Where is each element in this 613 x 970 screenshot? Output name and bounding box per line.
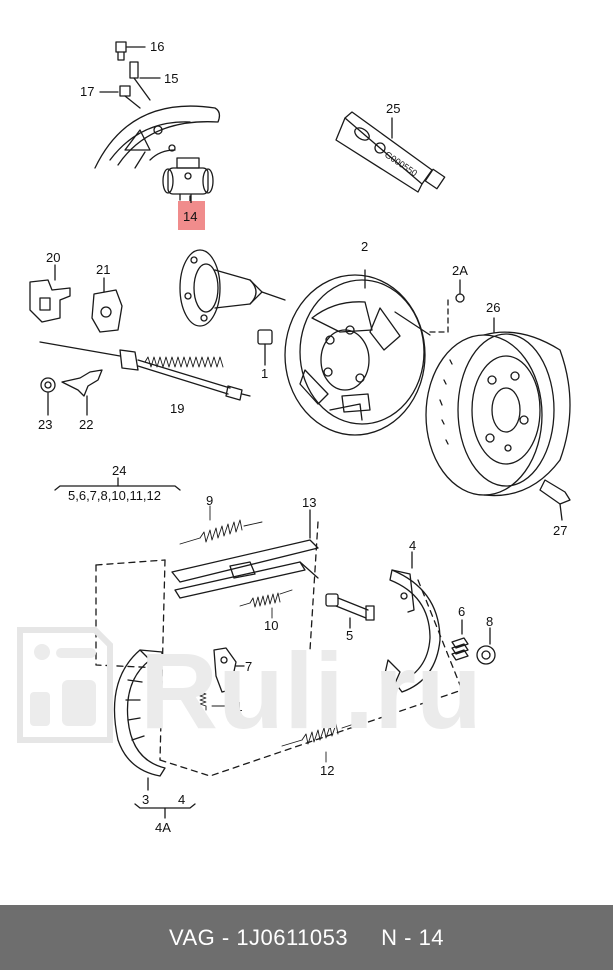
- label-9: 9: [206, 493, 213, 508]
- label-12: 12: [320, 763, 334, 778]
- assembly-dashed-outline: [95, 521, 463, 777]
- cable-spring-coil: [144, 356, 224, 368]
- label-6: 6: [458, 604, 465, 619]
- label-3: 3: [142, 792, 149, 807]
- label-24-sub: 5,6,7,8,10,11,12: [68, 488, 161, 503]
- brake-drum: [425, 317, 571, 497]
- label-21: 21: [96, 262, 110, 277]
- bleeder-valve: [115, 41, 151, 109]
- spring-6: [451, 619, 469, 661]
- label-4-top: 4: [409, 538, 416, 553]
- label-19: 19: [170, 401, 184, 416]
- label-2a: 2A: [452, 263, 468, 278]
- brake-shoe-right: [383, 551, 441, 693]
- tube-marking: G000550: [383, 149, 419, 178]
- brake-shoe-left: [113, 649, 166, 791]
- label-13: 13: [302, 495, 316, 510]
- backing-plate: [284, 269, 431, 436]
- footer-bar: VAG - 1J0611053 N - 14: [0, 905, 613, 970]
- label-5: 5: [346, 628, 353, 643]
- label-23: 23: [38, 417, 52, 432]
- clip-23-22: [40, 369, 103, 416]
- pin-5: [325, 593, 375, 629]
- label-11: 11: [229, 699, 243, 714]
- label-2: 2: [361, 239, 368, 254]
- lever-7: [213, 647, 245, 693]
- wheel-cylinder: [162, 157, 214, 201]
- brake-parts-diagram: 16 15 17 14 25 G000550 20 21 2 2A 26 1 2…: [29, 39, 571, 835]
- highlight-box-14: [178, 201, 205, 230]
- label-20: 20: [46, 250, 60, 265]
- drum-bolt: [539, 479, 571, 521]
- label-4a: 4A: [155, 820, 171, 835]
- label-4-bottom: 4: [178, 792, 185, 807]
- adjuster-strut-13: [171, 509, 319, 599]
- label-27: 27: [553, 523, 567, 538]
- backing-plate-top: [94, 105, 221, 169]
- spring-11: [199, 679, 227, 711]
- clip-20: [29, 264, 71, 323]
- spring-9: [179, 505, 263, 545]
- cap-8: [476, 627, 496, 665]
- label-7: 7: [245, 659, 252, 674]
- label-14: 14: [183, 209, 197, 224]
- label-1: 1: [261, 366, 268, 381]
- label-24: 24: [112, 463, 126, 478]
- label-8: 8: [486, 614, 493, 629]
- clip-21: [91, 277, 123, 333]
- footer-part-number: VAG - 1J0611053 N - 14: [168, 924, 445, 950]
- label-17: 17: [80, 84, 94, 99]
- label-15: 15: [164, 71, 178, 86]
- label-26: 26: [486, 300, 500, 315]
- spring-10: [239, 589, 293, 619]
- handbrake-cable: [39, 341, 251, 401]
- label-25: 25: [386, 101, 400, 116]
- hub-nut: [257, 329, 273, 366]
- wheel-hub: [179, 249, 286, 327]
- label-22: 22: [79, 417, 93, 432]
- grease-tube: [335, 111, 446, 193]
- label-16: 16: [150, 39, 164, 54]
- spring-12: [281, 721, 361, 763]
- label-10: 10: [264, 618, 278, 633]
